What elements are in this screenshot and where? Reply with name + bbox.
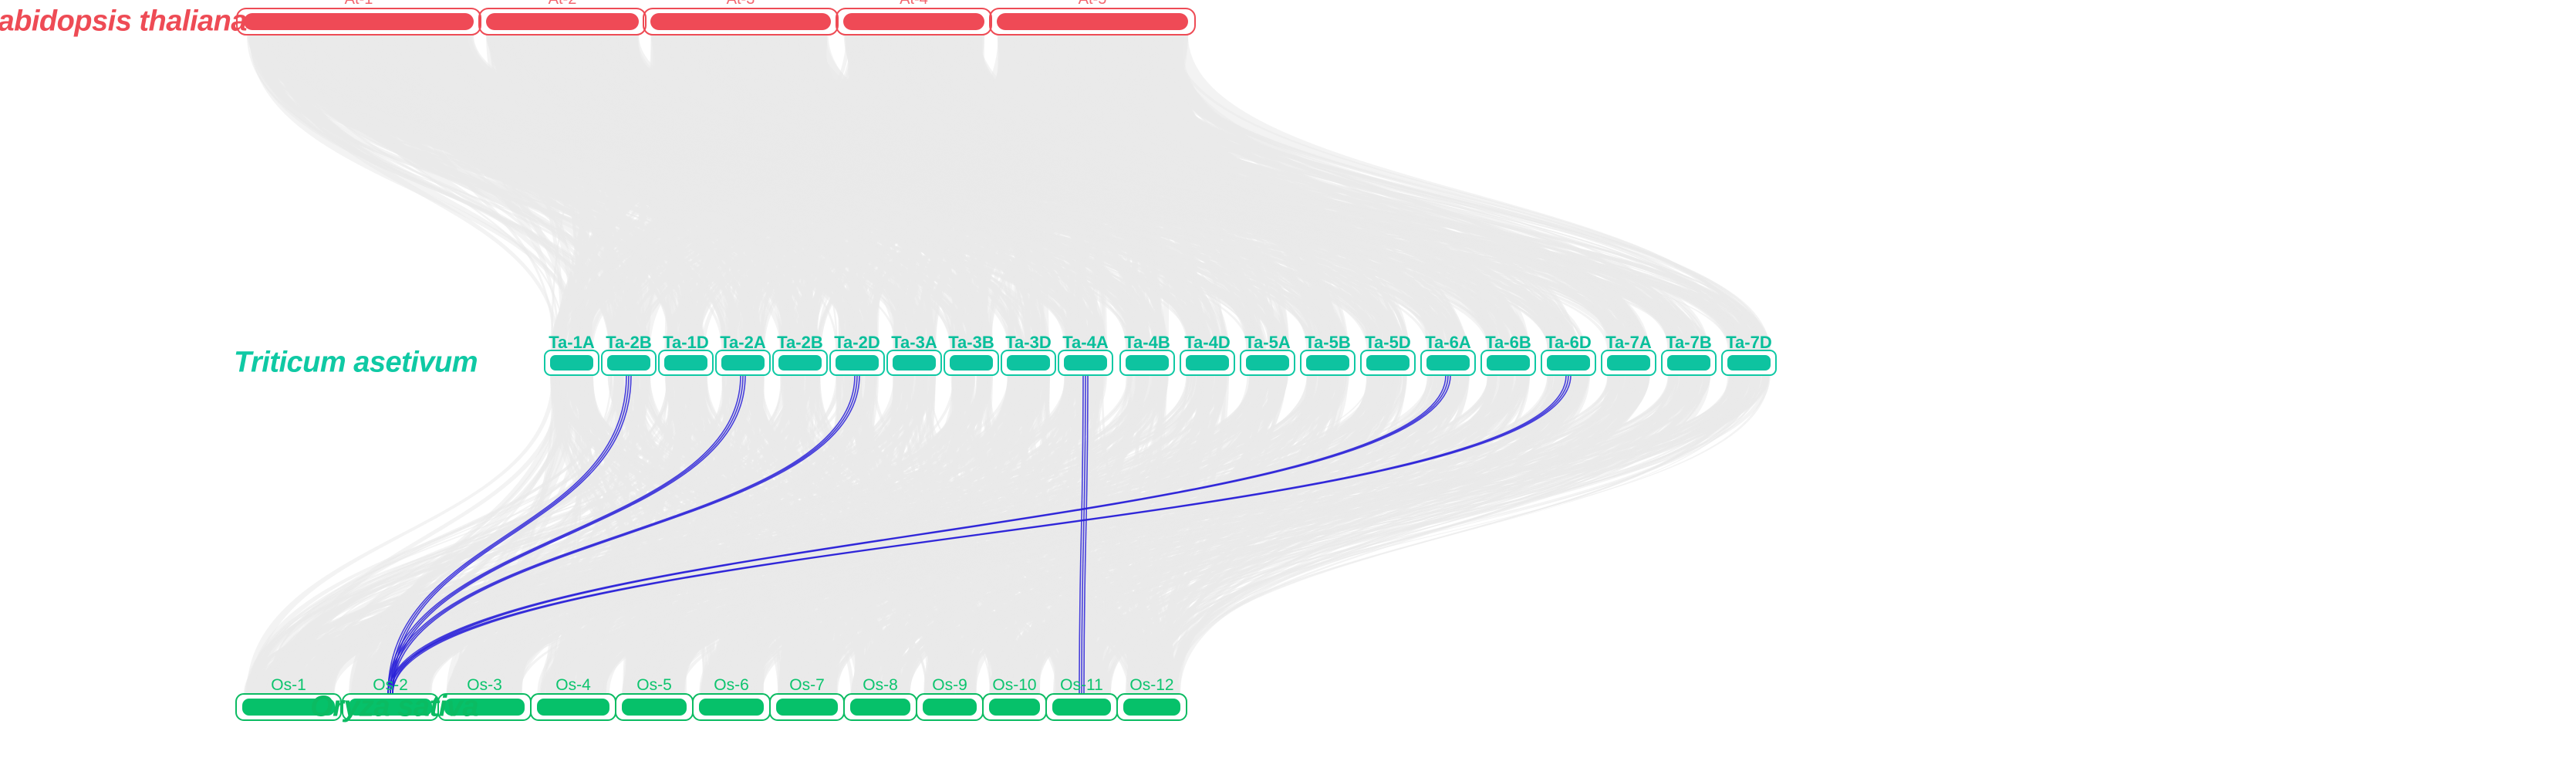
chromosome-ta-1d[interactable] xyxy=(658,350,714,376)
chromosome-at-1[interactable] xyxy=(236,8,481,36)
chromosome-at-3[interactable] xyxy=(643,8,839,36)
chromosome-os-3[interactable] xyxy=(437,693,532,721)
highlight-ribbons xyxy=(387,374,1572,695)
chromosome-os-6[interactable] xyxy=(692,693,771,721)
chromosome-os-7[interactable] xyxy=(769,693,845,721)
chromosome-os-5[interactable] xyxy=(615,693,694,721)
chromosome-os-8[interactable] xyxy=(843,693,917,721)
chromosome-os-9[interactable] xyxy=(916,693,984,721)
chromosome-ta-7b[interactable] xyxy=(1661,350,1717,376)
chromosome-ta-1a[interactable] xyxy=(544,350,599,376)
chromosome-ta-2a[interactable] xyxy=(715,350,771,376)
chromosome-ta-7a[interactable] xyxy=(1601,350,1656,376)
chromosome-at-5[interactable] xyxy=(989,8,1196,36)
chromosome-os-11[interactable] xyxy=(1045,693,1118,721)
chromosome-ta-3d[interactable] xyxy=(1001,350,1056,376)
chromosome-at-4[interactable] xyxy=(836,8,992,36)
chromosome-os-12[interactable] xyxy=(1116,693,1187,721)
chromosome-ta-2b[interactable] xyxy=(601,350,657,376)
chromosome-ta-2b[interactable] xyxy=(772,350,828,376)
chromosome-os-10[interactable] xyxy=(982,693,1047,721)
chromosome-os-4[interactable] xyxy=(530,693,616,721)
chromosome-ta-3a[interactable] xyxy=(886,350,942,376)
chromosome-ta-2d[interactable] xyxy=(829,350,885,376)
chromosome-os-1[interactable] xyxy=(235,693,342,721)
background-ribbons xyxy=(243,35,1771,694)
chromosome-shapes xyxy=(235,8,1777,721)
chromosome-ta-4a[interactable] xyxy=(1058,350,1113,376)
chromosome-ta-7d[interactable] xyxy=(1721,350,1777,376)
chromosome-ta-6d[interactable] xyxy=(1541,350,1596,376)
chromosome-ta-3b[interactable] xyxy=(944,350,999,376)
chromosome-ta-4d[interactable] xyxy=(1180,350,1235,376)
chromosome-ta-4b[interactable] xyxy=(1119,350,1175,376)
chromosome-os-2[interactable] xyxy=(342,693,439,721)
chromosome-ta-6a[interactable] xyxy=(1420,350,1476,376)
chromosome-ta-5a[interactable] xyxy=(1240,350,1295,376)
chromosome-ta-5d[interactable] xyxy=(1360,350,1416,376)
chromosome-ta-6b[interactable] xyxy=(1480,350,1536,376)
chromosome-ta-5b[interactable] xyxy=(1300,350,1356,376)
chromosome-at-2[interactable] xyxy=(478,8,647,36)
